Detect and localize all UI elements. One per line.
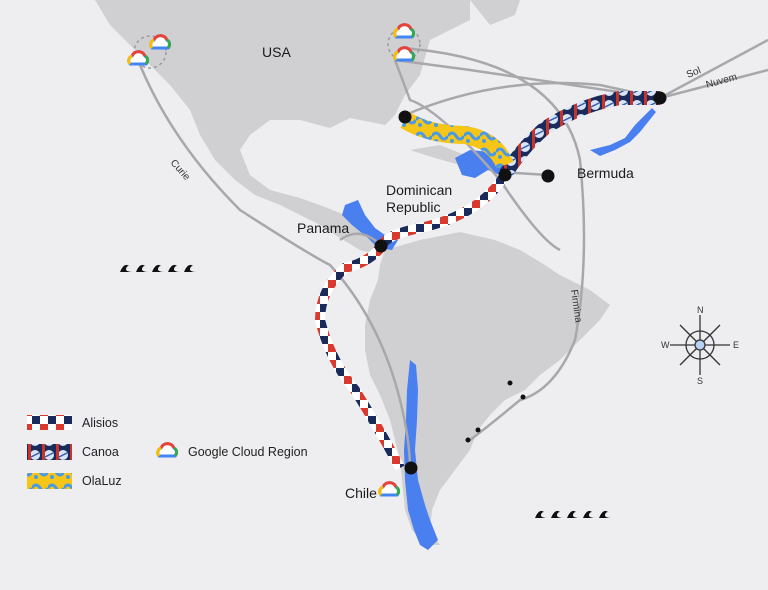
compass-rose-icon (670, 315, 730, 375)
alisios-cable[interactable] (314, 172, 510, 471)
wave-icon (535, 510, 611, 518)
legend-swatch-olaluz (27, 473, 72, 489)
legend-label-olaluz: OlaLuz (82, 474, 122, 488)
node-dominican-republic-east[interactable] (541, 169, 555, 183)
bermuda-label: Bermuda (577, 165, 634, 181)
chile-label: Chile (345, 485, 377, 501)
legend: Alisios Canoa OlaLuz Google Cloud Region (27, 415, 308, 489)
node-florida[interactable] (398, 110, 412, 124)
node-brazil-4 (465, 437, 471, 443)
cable-to-bermuda[interactable] (404, 81, 661, 117)
compass-e: E (733, 340, 739, 350)
node-panama[interactable] (374, 239, 388, 253)
south-america-land (365, 232, 610, 545)
dominican-republic-label-line1: Dominican (386, 182, 452, 198)
compass-s: S (697, 376, 703, 386)
firmina-label: Firmina (568, 289, 584, 324)
firmina-cable[interactable] (401, 46, 586, 441)
bermuda-land[interactable] (590, 108, 656, 156)
node-chile[interactable] (404, 461, 418, 475)
landing-nodes (374, 91, 667, 475)
node-bermuda[interactable] (653, 91, 667, 105)
nuvem-cable[interactable] (659, 68, 768, 100)
curie-cable[interactable] (136, 59, 412, 471)
legend-label-canoa: Canoa (82, 445, 119, 459)
node-brazil-1 (507, 380, 513, 386)
panama-label: Panama (297, 220, 349, 236)
olaluz-cable[interactable] (400, 112, 514, 169)
landmasses (95, 0, 610, 545)
legend-label-cloud-region: Google Cloud Region (188, 445, 308, 459)
curie-label: Curie (168, 158, 192, 183)
dominican-republic-label-line2: Republic (386, 199, 440, 215)
cloud-region-icons (127, 23, 421, 497)
compass-w: W (661, 340, 670, 350)
legend-swatch-alisios (27, 415, 72, 430)
greenland-land (470, 0, 520, 25)
wave-icon (120, 264, 196, 272)
usa-label: USA (262, 44, 291, 60)
google-cloud-region-icon[interactable] (127, 50, 150, 66)
north-america-land (95, 0, 470, 255)
node-brazil-2 (520, 394, 526, 400)
chile-land[interactable] (404, 360, 438, 550)
legend-label-alisios: Alisios (82, 416, 118, 430)
node-brazil-3 (475, 427, 481, 433)
canoa-cable[interactable] (498, 91, 660, 179)
node-dominican-republic[interactable] (498, 168, 512, 182)
google-cloud-region-icon (156, 442, 179, 458)
google-cloud-region-icon[interactable] (378, 481, 401, 497)
legend-swatch-canoa (27, 444, 72, 460)
nuvem-label: Nuvem (705, 72, 738, 91)
compass-n: N (697, 305, 704, 315)
sol-label: Sol (685, 65, 703, 81)
